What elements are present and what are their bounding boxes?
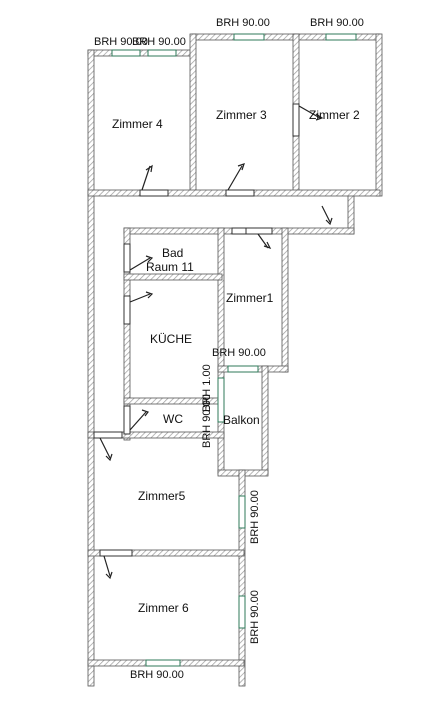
- wall-wc-bottom: [87, 431, 225, 439]
- window-zimmer4-a: [111, 49, 141, 57]
- window-zimmer3: [233, 33, 265, 41]
- window-balkon: [227, 365, 259, 373]
- wall-zimmer5-right: [238, 469, 246, 687]
- window-bottom: [145, 659, 181, 667]
- room-label-zimmer3: Zimmer 3: [216, 108, 267, 122]
- walls: [87, 33, 383, 687]
- brh-label-balkon-top: BRH 90.00: [212, 347, 266, 359]
- room-label-bad: Bad: [162, 246, 183, 260]
- wall-4-3: [189, 33, 197, 195]
- room-label-zimmer4: Zimmer 4: [112, 117, 163, 131]
- window-zimmer2: [325, 33, 357, 41]
- room-label-balkon: Balkon: [223, 413, 260, 427]
- wall-bad-bottom: [123, 273, 223, 281]
- wall-5-6: [87, 549, 245, 557]
- brh-label-wc-vertical-a: BRH 90.00: [201, 394, 213, 448]
- brh-label-top-right: BRH 90.00: [310, 17, 364, 29]
- room-label-zimmer2: Zimmer 2: [309, 108, 360, 122]
- room-label-bad-raum: Raum 11: [146, 260, 194, 274]
- brh-label-top-left-a: BRH 90.00: [94, 36, 148, 48]
- door-zimmer5: [93, 431, 123, 439]
- room-label-zimmer1: Zimmer1: [226, 291, 274, 305]
- door-kueche: [123, 295, 131, 325]
- door-corridor: [231, 227, 247, 235]
- door-zimmer4: [139, 189, 169, 197]
- room-label-wc: WC: [163, 412, 183, 426]
- window-zimmer5: [238, 495, 246, 529]
- door-zimmer3: [225, 189, 255, 197]
- window-zimmer4-b: [147, 49, 177, 57]
- wall-left-outer: [87, 49, 95, 687]
- window-zimmer6: [238, 595, 246, 629]
- windows: [111, 33, 357, 667]
- door-zimmer2: [292, 103, 300, 137]
- wall-balkon-right: [261, 365, 269, 475]
- door-bad: [123, 243, 131, 273]
- door-swings: [99, 105, 333, 580]
- room-label-kueche: KÜCHE: [150, 332, 192, 346]
- brh-label-zimmer6: BRH 90.00: [249, 590, 261, 644]
- window-balkon-door: [217, 377, 225, 423]
- door-zimmer6: [99, 549, 133, 557]
- brh-label-top-mid: BRH 90.00: [216, 17, 270, 29]
- door-zimmer1: [243, 227, 273, 235]
- room-label-zimmer5: Zimmer5: [138, 489, 186, 503]
- brh-label-bottom: BRH 90.00: [130, 669, 184, 681]
- room-label-zimmer6: Zimmer 6: [138, 601, 189, 615]
- brh-label-zimmer5: BRH 90.00: [249, 490, 261, 544]
- doors: [93, 103, 300, 557]
- brh-label-top-left-b: BRH 90.00: [132, 36, 186, 48]
- door-wc: [123, 405, 131, 435]
- wall-right-zimmer2: [375, 33, 383, 197]
- wall-mid-left: [123, 227, 131, 441]
- wall-zimmer1-right: [281, 227, 289, 373]
- wall-top-zimmer4: [87, 49, 195, 57]
- brh-label-wc-vertical-b: BRH 1.00: [201, 364, 213, 412]
